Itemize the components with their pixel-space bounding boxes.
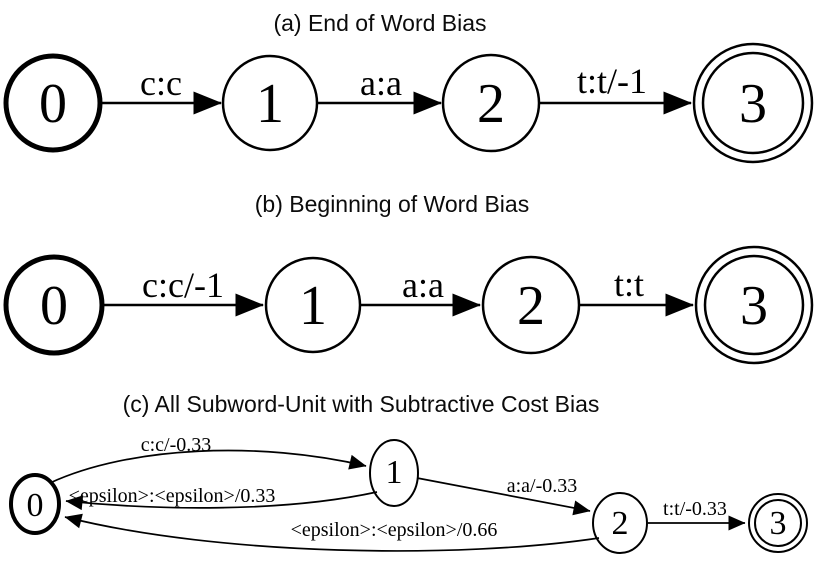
figure-b-title: (b) Beginning of Word Bias (255, 191, 529, 217)
state-node-a-1 (221, 54, 319, 152)
transition-label-c-1-2: a:a/-0.33 (507, 475, 578, 497)
fst-diagram-c: (c) All Subword-Unit with Subtractive Co… (9, 391, 808, 554)
state-label-c-0: 0 (27, 487, 44, 524)
state-label-b-2: 2 (517, 275, 545, 337)
transition-label-b-1-2: a:a (402, 265, 444, 305)
state-node-a-2 (441, 53, 541, 153)
transition-arrow-c-1-2 (416, 477, 591, 516)
transition-label-a-1-2: a:a (360, 63, 402, 103)
transition-label-c-2-3: t:t/-0.33 (663, 498, 727, 520)
state-label-c-1: 1 (386, 454, 403, 491)
figure-c-title: (c) All Subword-Unit with Subtractive Co… (123, 391, 600, 417)
state-node-b-0 (3, 254, 105, 356)
state-label-a-0: 0 (39, 73, 67, 135)
state-node-c-2 (592, 492, 648, 554)
state-node-c-3-outer (748, 493, 808, 553)
figure-a-title: (a) End of Word Bias (273, 10, 486, 36)
transition-label-a-0-1: c:c (140, 63, 182, 103)
state-node-a-0 (3, 53, 103, 153)
transition-label-c-1-0: <epsilon>:<epsilon>/0.33 (69, 485, 276, 507)
state-label-a-3: 3 (739, 73, 767, 135)
state-label-c-2: 2 (612, 505, 629, 542)
transition-arrow-c-1-0 (65, 491, 378, 511)
state-label-c-3: 3 (770, 505, 787, 542)
fst-diagram-b: (b) Beginning of Word Bias c:c/-1 a:a t:… (3, 191, 814, 365)
state-node-b-3-inner (703, 254, 805, 356)
transition-arrow-c-0-1 (49, 449, 367, 484)
transition-label-c-0-1: c:c/-0.33 (141, 434, 212, 456)
state-node-b-2 (481, 255, 581, 355)
state-node-a-3-inner (701, 51, 805, 155)
transition-label-b-2-3: t:t (614, 264, 644, 304)
state-label-a-1: 1 (256, 73, 284, 135)
state-label-b-1: 1 (299, 275, 327, 337)
transition-label-a-2-3: t:t/-1 (577, 61, 647, 101)
transition-label-c-2-0: <epsilon>:<epsilon>/0.66 (291, 519, 498, 541)
state-node-b-3-outer (694, 245, 814, 365)
transition-label-b-0-1: c:c/-1 (142, 265, 224, 305)
state-label-b-3: 3 (740, 275, 768, 337)
state-node-c-0 (9, 473, 61, 535)
fst-diagram-a: (a) End of Word Bias c:c a:a t:t/-1 0 1 … (3, 10, 814, 164)
state-label-a-2: 2 (477, 73, 505, 135)
state-node-a-3-outer (692, 42, 814, 164)
state-node-b-1 (264, 256, 362, 354)
state-node-c-1 (369, 439, 419, 507)
state-node-c-3-inner (754, 499, 802, 547)
state-label-b-0: 0 (40, 275, 68, 337)
transition-arrow-c-2-0 (64, 513, 600, 552)
